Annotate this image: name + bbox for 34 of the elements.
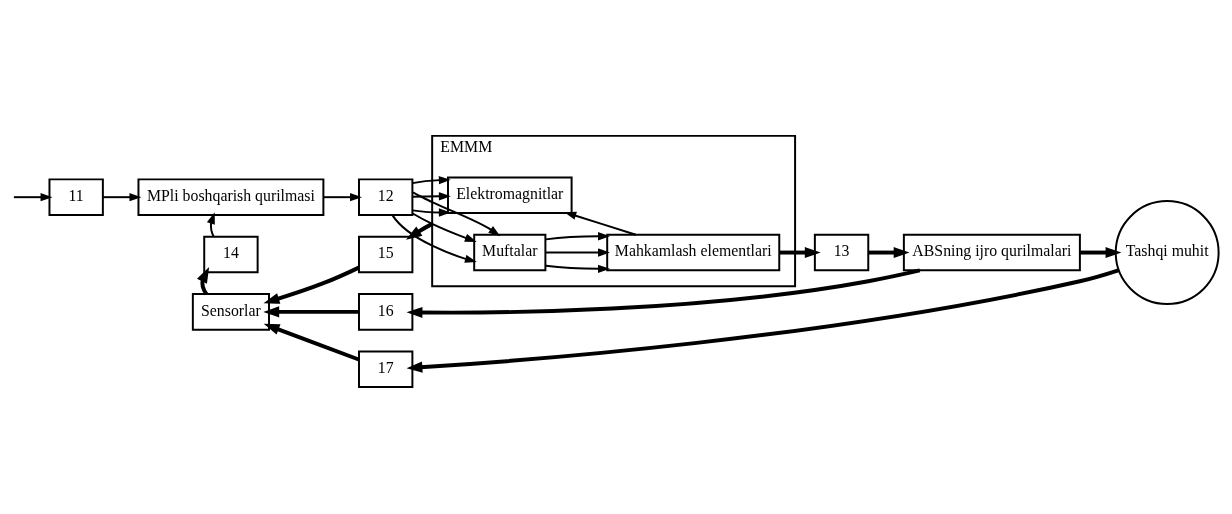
arrow bbox=[406, 267, 1119, 373]
arrow bbox=[411, 191, 451, 200]
arrow bbox=[779, 246, 821, 258]
arrow bbox=[12, 192, 53, 201]
arrow bbox=[263, 305, 359, 317]
node-box: Mahkamlash elementlari bbox=[606, 233, 781, 271]
node-box: 16 bbox=[358, 292, 414, 331]
arrow bbox=[868, 246, 910, 258]
node-box: 12 bbox=[358, 177, 414, 216]
node-box: Muftalar bbox=[473, 233, 547, 271]
arrow bbox=[544, 264, 610, 273]
arrow bbox=[406, 267, 921, 318]
arrow bbox=[263, 323, 360, 361]
node-box: ABSning ijro qurilmalari bbox=[902, 233, 1081, 271]
node-box: 17 bbox=[358, 349, 414, 388]
arrow bbox=[544, 231, 610, 240]
arrow bbox=[564, 211, 637, 236]
node-box: 15 bbox=[358, 235, 414, 273]
arrow bbox=[391, 213, 477, 263]
node-box: Elektromagnitlar bbox=[447, 175, 573, 214]
node-box: 14 bbox=[203, 235, 259, 273]
node-box: Sensorlar bbox=[191, 292, 270, 331]
arrow bbox=[1080, 246, 1122, 258]
node-box: 13 bbox=[813, 233, 870, 271]
node-circle: Tashqi muhit bbox=[1114, 199, 1220, 305]
node-box: 11 bbox=[48, 177, 104, 216]
arrow bbox=[544, 247, 610, 257]
arrow bbox=[322, 192, 362, 201]
arrow bbox=[263, 265, 360, 304]
node-box: MPli boshqarish qurilmasi bbox=[137, 177, 325, 216]
arrow bbox=[206, 211, 215, 238]
arrow bbox=[411, 175, 451, 184]
arrow bbox=[411, 212, 477, 242]
arrow bbox=[102, 192, 142, 201]
